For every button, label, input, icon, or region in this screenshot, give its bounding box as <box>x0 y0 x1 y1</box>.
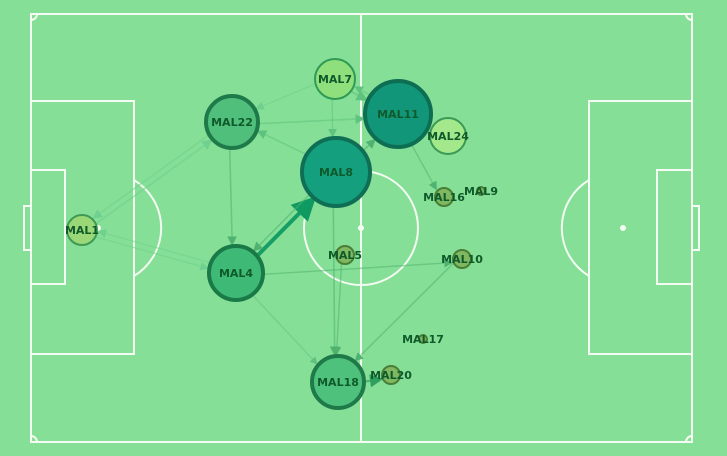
player-node-mal22[interactable]: MAL22 <box>204 94 260 150</box>
player-node-circle[interactable] <box>310 354 366 410</box>
player-node-label: MAL5 <box>328 249 362 262</box>
pass-edge-mal8-to-mal4 <box>252 193 311 252</box>
pass-edge-mal4-to-mal18 <box>251 294 318 365</box>
pass-edges <box>92 83 455 388</box>
pass-edge-mal8-to-mal11 <box>362 138 376 152</box>
corner-arc-bottom-left <box>30 435 38 443</box>
player-node-circle[interactable] <box>335 245 355 265</box>
pass-edge-mal7-to-mal11 <box>350 90 368 101</box>
pass-edge-mal1-to-mal22 <box>95 139 213 225</box>
player-node-circle[interactable] <box>452 249 472 269</box>
pass-edge-mal8-to-mal18 <box>329 205 340 356</box>
player-node-mal17[interactable]: MAL17 <box>402 333 444 346</box>
player-node-label: MAL18 <box>317 376 359 389</box>
player-node-label: MAL17 <box>402 333 444 346</box>
right-goal <box>691 205 700 251</box>
player-node-circle[interactable] <box>207 244 265 302</box>
corner-arc-top-left <box>30 13 38 21</box>
player-node-circle[interactable] <box>476 186 486 196</box>
player-node-mal20[interactable]: MAL20 <box>370 365 412 385</box>
pass-edge-mal5-to-mal18 <box>332 263 343 356</box>
player-node-label: MAL24 <box>427 130 469 143</box>
pass-edge-mal8-to-mal22 <box>256 130 308 156</box>
left-goal <box>23 205 32 251</box>
right-penalty-arc <box>560 179 590 277</box>
pass-edge-mal11-to-mal16 <box>410 143 437 191</box>
player-node-mal5[interactable]: MAL5 <box>328 245 362 265</box>
pass-edge-mal22-to-mal4 <box>227 148 237 247</box>
corner-arc-bottom-right <box>685 435 693 443</box>
player-node-label: MAL9 <box>464 185 498 198</box>
player-node-circle[interactable] <box>363 79 433 149</box>
player-node-mal7[interactable]: MAL7 <box>314 58 356 100</box>
right-penalty-spot <box>620 225 626 231</box>
player-node-mal4[interactable]: MAL4 <box>207 244 265 302</box>
player-node-circle[interactable] <box>429 117 467 155</box>
player-node-mal1[interactable]: MAL1 <box>65 214 99 246</box>
pass-edge-mal7-to-mal22 <box>255 83 316 110</box>
player-node-label: MAL4 <box>219 267 253 280</box>
player-node-circle[interactable] <box>66 214 98 246</box>
pass-edge-mal4-to-mal8 <box>255 196 317 258</box>
left-penalty-arc <box>133 179 163 277</box>
pass-edge-mal22-to-mal11 <box>258 114 366 125</box>
pass-edge-mal1-to-mal4 <box>95 236 209 271</box>
player-node-label: MAL8 <box>319 166 353 179</box>
player-node-label: MAL22 <box>211 116 253 129</box>
pass-edge-mal4-to-mal10 <box>263 258 453 276</box>
pass-edge-mal22-to-mal1 <box>92 134 210 219</box>
player-node-label: MAL1 <box>65 224 99 237</box>
player-node-label: MAL10 <box>441 253 483 266</box>
player-node-mal16[interactable]: MAL16 <box>423 187 465 207</box>
corner-arc-top-right <box>685 13 693 21</box>
player-node-label: MAL20 <box>370 369 412 382</box>
player-node-mal18[interactable]: MAL18 <box>310 354 366 410</box>
player-node-circle[interactable] <box>204 94 260 150</box>
player-node-circle[interactable] <box>314 58 356 100</box>
player-node-mal24[interactable]: MAL24 <box>427 117 469 155</box>
pass-edge-mal10-to-mal18 <box>354 262 455 362</box>
player-node-label: MAL7 <box>318 73 352 86</box>
player-node-circle[interactable] <box>434 187 454 207</box>
pass-edge-mal11-to-mal7 <box>354 86 371 97</box>
player-node-label: MAL11 <box>377 108 419 121</box>
player-node-mal10[interactable]: MAL10 <box>441 249 483 269</box>
player-node-circle[interactable] <box>300 136 372 208</box>
player-node-label: MAL16 <box>423 191 465 204</box>
player-node-circle[interactable] <box>418 334 428 344</box>
centre-spot <box>358 225 364 231</box>
player-node-mal9[interactable]: MAL9 <box>464 185 498 198</box>
player-node-circle[interactable] <box>381 365 401 385</box>
pass-edge-mal18-to-mal20 <box>364 374 384 388</box>
player-node-mal11[interactable]: MAL11 <box>363 79 433 149</box>
player-node-mal8[interactable]: MAL8 <box>300 136 372 208</box>
pass-edge-mal4-to-mal1 <box>97 229 211 264</box>
